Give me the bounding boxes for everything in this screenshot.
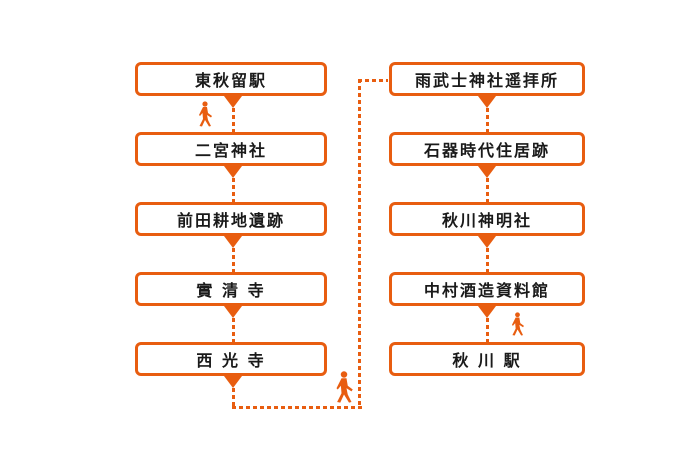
route-stop-akigawa-shinmei-shrine: 秋川神明社 (389, 202, 585, 236)
stop-label: 西 光 寺 (196, 351, 266, 370)
arrow-down-icon (478, 306, 496, 318)
dotted-path-segment (486, 108, 489, 132)
route-stop-stone-age-dwelling-ruins: 石器時代住居跡 (389, 132, 585, 166)
dotted-path-segment (232, 318, 235, 342)
dotted-path-segment (232, 178, 235, 202)
walking-person-icon (510, 312, 525, 336)
arrow-down-icon (478, 236, 496, 248)
dotted-path-segment (232, 108, 235, 132)
dotted-path-segment (486, 318, 489, 342)
stop-label: 東秋留駅 (194, 71, 267, 90)
route-stop-nakamura-brewery-museum: 中村酒造資料館 (389, 272, 585, 306)
route-stop-maeda-kouchi-ruins: 前田耕地遺跡 (135, 202, 327, 236)
dotted-path-segment (232, 248, 235, 272)
arrow-down-icon (224, 306, 242, 318)
arrow-down-icon (224, 236, 242, 248)
dotted-path-connector (358, 79, 361, 409)
dotted-path-segment (232, 388, 235, 408)
dotted-path-connector (232, 406, 362, 409)
dotted-path-segment (486, 178, 489, 202)
stop-label: 秋 川 駅 (452, 351, 522, 370)
arrow-down-icon (224, 96, 242, 108)
route-stop-amebushi-shrine-worship-site: 雨武士神社遥拝所 (389, 62, 585, 96)
walking-person-icon (334, 370, 354, 404)
stop-label: 雨武士神社遥拝所 (414, 71, 559, 90)
stop-label: 二宮神社 (194, 141, 267, 160)
route-stop-ninomiya-shrine: 二宮神社 (135, 132, 327, 166)
arrow-down-icon (478, 166, 496, 178)
stop-label: 中村酒造資料館 (423, 281, 550, 300)
stop-label: 實 清 寺 (196, 281, 266, 300)
arrow-down-icon (224, 166, 242, 178)
dotted-path-connector (358, 79, 388, 82)
stop-label: 前田耕地遺跡 (176, 211, 285, 230)
arrow-down-icon (224, 376, 242, 388)
stop-label: 石器時代住居跡 (423, 141, 550, 160)
dotted-path-segment (486, 248, 489, 272)
arrow-down-icon (478, 96, 496, 108)
walking-person-icon (197, 101, 213, 127)
route-stop-saikoji-temple: 西 光 寺 (135, 342, 327, 376)
route-stop-jisshoji-temple: 實 清 寺 (135, 272, 327, 306)
route-stop-akigawa-station: 秋 川 駅 (389, 342, 585, 376)
route-stop-higashi-akiru-station: 東秋留駅 (135, 62, 327, 96)
stop-label: 秋川神明社 (441, 211, 532, 230)
